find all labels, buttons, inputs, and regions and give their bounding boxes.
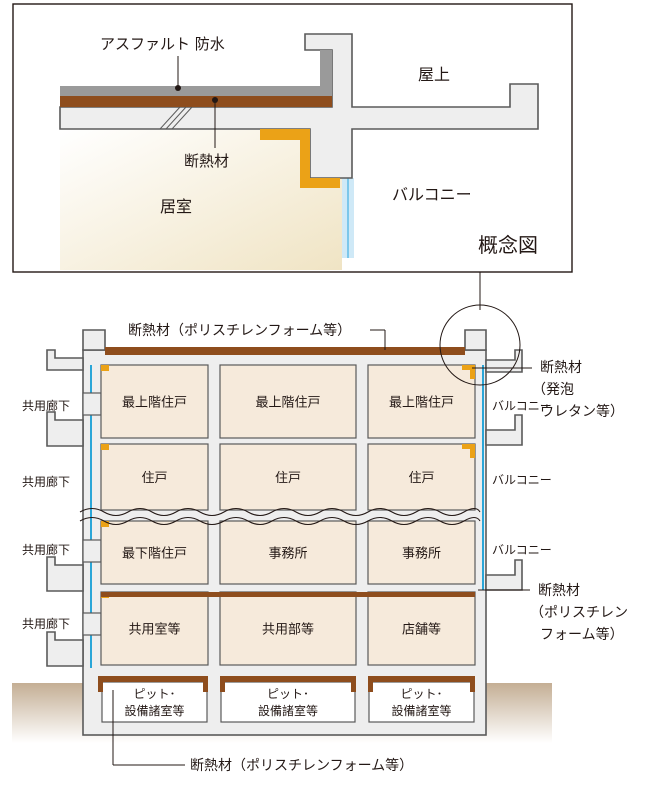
leader-waterproof-dot: [175, 85, 181, 91]
detail-break-hatch: [159, 106, 193, 130]
corridor-label-2: 共用廊下: [22, 474, 70, 489]
room-2-0: [100, 520, 209, 585]
corridor-label-4: 共用廊下: [22, 616, 70, 631]
room-1-0: [100, 443, 209, 511]
room-label: 住戸: [141, 471, 167, 486]
room-2-2: [367, 520, 476, 585]
detail-magnifier-circle: [439, 304, 521, 386]
insulation-label: 断熱材: [184, 152, 229, 170]
roof-label: 屋上: [418, 65, 450, 84]
pit-label-line2: 設備諸室等: [391, 703, 451, 718]
urethane-label-1: 断熱材: [540, 360, 582, 376]
urethane-strip-left-2: [101, 521, 109, 527]
ground-floor-insulation: [101, 592, 475, 597]
pit-room-1: [220, 681, 356, 723]
room-label: 住戸: [408, 471, 434, 486]
room-3-1: [219, 591, 357, 666]
urethane-corner-right-1: [462, 444, 475, 458]
pit-label-line1: ピット･: [400, 687, 442, 701]
room-0-1: [219, 364, 357, 439]
urethane-strip-left-1: [101, 444, 109, 450]
room-0-0: [100, 364, 209, 439]
diagram-title: 概念図: [478, 233, 538, 257]
urethane-label-2: （発泡: [532, 382, 574, 398]
pit-label-line1: ピット･: [133, 687, 175, 701]
room-label: 居室: [160, 197, 192, 216]
pit-label-line2: 設備諸室等: [124, 703, 184, 718]
room-label: 最上階住戸: [122, 396, 187, 411]
room-label: 住戸: [275, 471, 301, 486]
foundation-insulation-label: 断熱材（ポリスチレンフォーム等）: [190, 757, 413, 774]
room-label: 店舗等: [402, 622, 441, 638]
detail-panel: アスファルト 防水 屋上 断熱材 居室 バルコニー 概念図: [12, 3, 573, 273]
floor-insulation-label-2: （ポリスチレン: [530, 605, 628, 621]
urethane-corner-right-0: [462, 365, 475, 379]
balcony-label-3: バルコニー: [492, 543, 552, 557]
corridor-slabs: [46, 349, 84, 667]
detail-room-area: [60, 130, 342, 270]
room-1-1: [219, 443, 357, 511]
roof-insulation-layer: [105, 347, 465, 355]
detail-waterproof-layer: [60, 86, 332, 96]
pit-room-0: [101, 681, 208, 723]
room-3-2: [367, 591, 476, 666]
roof-parapet-right: [464, 329, 487, 351]
detail-roof-insulation: [60, 96, 332, 107]
room-0-2: [367, 364, 476, 439]
room-1-2: [367, 443, 476, 511]
pit-label-line1: ピット･: [267, 687, 309, 701]
roof-insulation-label: 断熱材（ポリスチレンフォーム等）: [128, 322, 351, 339]
leader-insulation-dot: [212, 97, 218, 103]
room-label: 共用部等: [262, 622, 314, 638]
room-label: 最上階住戸: [389, 396, 454, 411]
room-label: 最上階住戸: [255, 396, 320, 411]
room-label: 事務所: [402, 547, 441, 562]
roof-parapet-left: [82, 329, 106, 351]
floor-break-lines: [79, 507, 481, 526]
pit-insulation: [98, 676, 475, 692]
waterproof-label: アスファルト 防水: [100, 35, 225, 53]
balcony-label-2: バルコニー: [492, 473, 552, 487]
urethane-label-3: ウレタン等）: [540, 403, 624, 420]
floor-insulation-label-3: フォーム等）: [540, 626, 624, 643]
room-label: 最下階住戸: [122, 547, 187, 562]
urethane-strip-left-0: [101, 365, 109, 371]
room-3-0: [100, 591, 209, 666]
pit-label-line2: 設備諸室等: [258, 703, 318, 718]
room-label: 事務所: [268, 547, 307, 562]
detail-urethane-insulation: [260, 129, 340, 188]
floor-insulation-label-1: 断熱材: [538, 583, 580, 599]
balcony-slabs: [485, 349, 523, 591]
corridor-label-1: 共用廊下: [22, 398, 70, 413]
room-2-1: [219, 520, 357, 585]
balcony-label-1: バルコニー: [492, 399, 552, 413]
balcony-label: バルコニー: [392, 185, 472, 204]
detail-waterproof-parapet: [320, 50, 332, 96]
corridor-label-3: 共用廊下: [22, 542, 70, 557]
room-label: 共用室等: [128, 622, 180, 638]
